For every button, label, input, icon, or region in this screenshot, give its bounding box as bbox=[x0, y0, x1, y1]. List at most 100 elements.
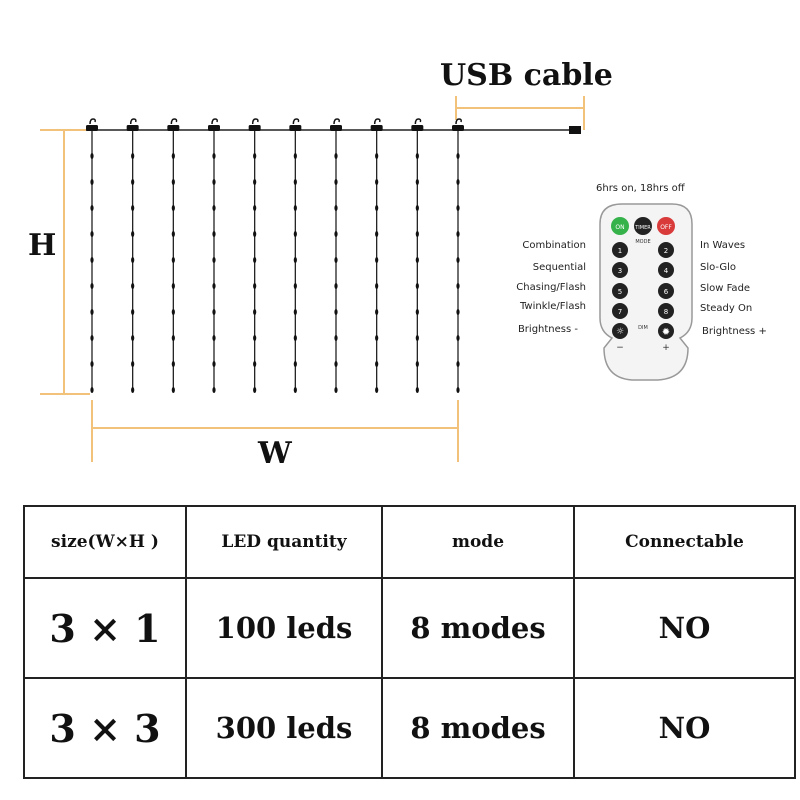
led-bulb bbox=[212, 309, 216, 315]
led-bulb bbox=[253, 179, 257, 185]
led-bulb bbox=[171, 205, 175, 211]
width-label: W bbox=[258, 436, 292, 471]
led-bulb bbox=[334, 205, 338, 211]
led-bulb bbox=[456, 361, 460, 367]
led-bulb bbox=[253, 153, 257, 159]
led-bulb bbox=[171, 179, 175, 185]
led-bulb bbox=[456, 257, 460, 263]
led-bulb bbox=[334, 335, 338, 341]
led-bulb bbox=[375, 205, 379, 211]
led-bulb bbox=[171, 153, 175, 159]
on-button[interactable] bbox=[611, 217, 629, 235]
led-bulb bbox=[456, 335, 460, 341]
label-steady-on: Steady On bbox=[700, 303, 753, 314]
mode-button-label: 7 bbox=[618, 308, 622, 316]
led-bulb bbox=[212, 361, 216, 367]
row-connectable: NO bbox=[573, 677, 796, 779]
hook bbox=[129, 118, 137, 125]
table-row: 3 × 1 100 leds 8 modes NO bbox=[23, 577, 796, 679]
label-chasing-flash: Chasing/Flash bbox=[516, 282, 586, 293]
usb-cable-label: USB cable bbox=[440, 58, 613, 93]
led-bulb bbox=[212, 179, 216, 185]
height-dimension bbox=[40, 129, 90, 395]
mode-button-6[interactable] bbox=[658, 283, 674, 299]
led-bulb bbox=[253, 205, 257, 211]
led-bulb bbox=[131, 361, 135, 367]
led-bulb bbox=[171, 309, 175, 315]
led-bulb bbox=[212, 283, 216, 289]
table-header-row: size(W×H ) LED quantity mode Connectable bbox=[23, 505, 796, 579]
off-button[interactable] bbox=[657, 217, 675, 235]
led-bulb bbox=[131, 153, 135, 159]
led-bulb bbox=[131, 205, 135, 211]
mode-button-7[interactable] bbox=[612, 303, 628, 319]
led-bulb bbox=[456, 387, 460, 393]
led-bulb bbox=[90, 257, 94, 263]
mode-button-2[interactable] bbox=[658, 242, 674, 258]
led-bulb bbox=[253, 361, 257, 367]
led-bulb bbox=[415, 283, 419, 289]
hook bbox=[211, 118, 218, 125]
led-bulb bbox=[212, 387, 216, 393]
hook-clip bbox=[452, 125, 464, 131]
sun-dim-icon: ☼ bbox=[616, 327, 624, 337]
brightness-down-button[interactable] bbox=[612, 323, 628, 339]
remote-timer-note: 6hrs on, 18hrs off bbox=[596, 183, 685, 194]
light-strand bbox=[411, 118, 424, 393]
light-strand bbox=[248, 118, 261, 393]
mode-button-1[interactable] bbox=[612, 242, 628, 258]
row-connectable: NO bbox=[573, 577, 796, 679]
led-bulb bbox=[171, 335, 175, 341]
led-bulb bbox=[415, 361, 419, 367]
light-strand bbox=[126, 118, 139, 393]
led-bulb bbox=[415, 153, 419, 159]
led-bulb bbox=[334, 309, 338, 315]
hook-clip bbox=[167, 125, 180, 131]
mode-button-4[interactable] bbox=[658, 262, 674, 278]
led-bulb bbox=[171, 387, 175, 393]
brightness-up-button[interactable] bbox=[658, 323, 674, 339]
led-bulb bbox=[293, 257, 297, 263]
hook-clip bbox=[248, 125, 261, 131]
led-bulb bbox=[375, 283, 379, 289]
header-led-quantity: LED quantity bbox=[185, 505, 383, 579]
hook bbox=[414, 118, 422, 125]
height-label: H bbox=[28, 228, 57, 263]
mode-button-3[interactable] bbox=[612, 262, 628, 278]
light-strand bbox=[208, 118, 220, 393]
led-bulb bbox=[253, 283, 257, 289]
spec-table: size(W×H ) LED quantity mode Connectable… bbox=[23, 505, 796, 779]
mode-button-label: 1 bbox=[618, 247, 622, 255]
led-bulb bbox=[456, 309, 460, 315]
led-bulb bbox=[293, 309, 297, 315]
led-bulb bbox=[90, 309, 94, 315]
led-bulb bbox=[334, 283, 338, 289]
timer-button-label: TIMER bbox=[634, 225, 651, 231]
led-bulb bbox=[131, 387, 135, 393]
led-bulb bbox=[334, 387, 338, 393]
label-sequential: Sequential bbox=[532, 262, 586, 273]
led-bulb bbox=[375, 153, 379, 159]
usb-plug bbox=[569, 126, 581, 134]
led-bulb bbox=[456, 153, 460, 159]
light-strand bbox=[289, 118, 302, 393]
hook bbox=[333, 118, 340, 125]
mode-button-8[interactable] bbox=[658, 303, 674, 319]
timer-button[interactable] bbox=[634, 217, 652, 235]
led-bulb bbox=[375, 179, 379, 185]
plus-label: + bbox=[662, 343, 670, 353]
led-bulb bbox=[334, 179, 338, 185]
led-bulb bbox=[415, 179, 419, 185]
hook bbox=[455, 118, 462, 125]
led-bulb bbox=[212, 205, 216, 211]
mode-button-label: 2 bbox=[664, 247, 668, 255]
label-brightness-plus: Brightness + bbox=[702, 326, 767, 337]
led-bulb bbox=[293, 153, 297, 159]
light-strand bbox=[167, 118, 180, 393]
led-bulb bbox=[212, 257, 216, 263]
row-led-quantity: 100 leds bbox=[185, 577, 383, 679]
hook-clip bbox=[330, 125, 342, 131]
led-bulb bbox=[253, 231, 257, 237]
mode-button-5[interactable] bbox=[612, 283, 628, 299]
